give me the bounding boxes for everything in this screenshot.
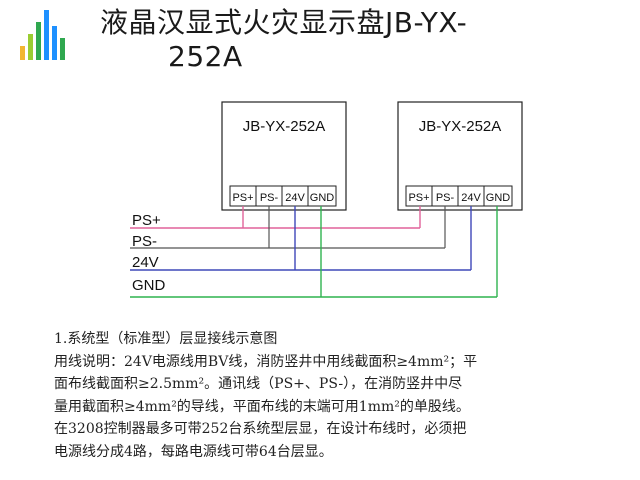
device-2-label: JB-YX-252A: [419, 118, 502, 135]
logo-bar: [36, 22, 41, 60]
logo-bar: [20, 46, 25, 60]
device-2-terminal-gnd: [483, 185, 513, 207]
notes-line-2: 面布线截面积≥2.5mm²。通讯线（PS+、PS-），在消防竖井中尽: [54, 376, 463, 392]
device-1-terminal-label-ps-minus: PS-: [260, 192, 279, 204]
device-1-terminal-label-gnd: GND: [310, 192, 335, 204]
bus-label-gnd: GND: [132, 277, 166, 294]
logo-bar: [44, 10, 49, 60]
device-2-terminal-label-gnd: GND: [486, 192, 511, 204]
logo-bar: [28, 34, 33, 60]
logo-bar: [52, 26, 57, 60]
notes-heading: 1.系统型（标准型）层显接线示意图: [54, 331, 278, 347]
device-2-terminal-label-ps-plus: PS+: [408, 192, 429, 204]
page-title: 液晶汉显式火灾显示盘JB-YX- 252A: [100, 6, 620, 74]
notes-line-5: 电源线分成4路，每路电源线可带64台层显。: [54, 443, 333, 460]
logo-bars-icon: [20, 10, 65, 60]
notes-line-4: 在3208控制器最多可带252台系统型层显，在设计布线时，必须把: [54, 421, 467, 437]
device-1-label: JB-YX-252A: [243, 118, 326, 135]
device-2-terminal-label-24v: 24V: [461, 192, 481, 204]
bus-label-24v: 24V: [132, 254, 159, 271]
bus-label-ps-minus: PS-: [132, 233, 157, 250]
device-1-terminal-label-24v: 24V: [285, 192, 305, 204]
device-1-terminal-label-ps-plus: PS+: [232, 192, 253, 204]
notes-line-3: 量用截面积≥4mm²的导线，平面布线的末端可用1mm²的单股线。: [54, 398, 470, 415]
device-1-terminal-gnd: [307, 185, 337, 207]
title-line-1: 液晶汉显式火灾显示盘JB-YX-: [100, 6, 468, 39]
device-1: JB-YX-252A PS+ PS- 24V GND: [221, 101, 347, 211]
bus-label-ps-plus: PS+: [132, 212, 161, 229]
logo-bar: [60, 38, 65, 60]
device-2-terminal-label-ps-minus: PS-: [436, 192, 455, 204]
notes-line-1: 用线说明：24V电源线用BV线，消防竖井中用线截面积≥4mm²；平: [54, 353, 478, 370]
title-line-2: 252A: [168, 40, 243, 73]
wiring-notes: 1.系统型（标准型）层显接线示意图 用线说明：24V电源线用BV线，消防竖井中用…: [54, 328, 634, 463]
device-2: JB-YX-252A PS+ PS- 24V GND: [397, 101, 523, 211]
